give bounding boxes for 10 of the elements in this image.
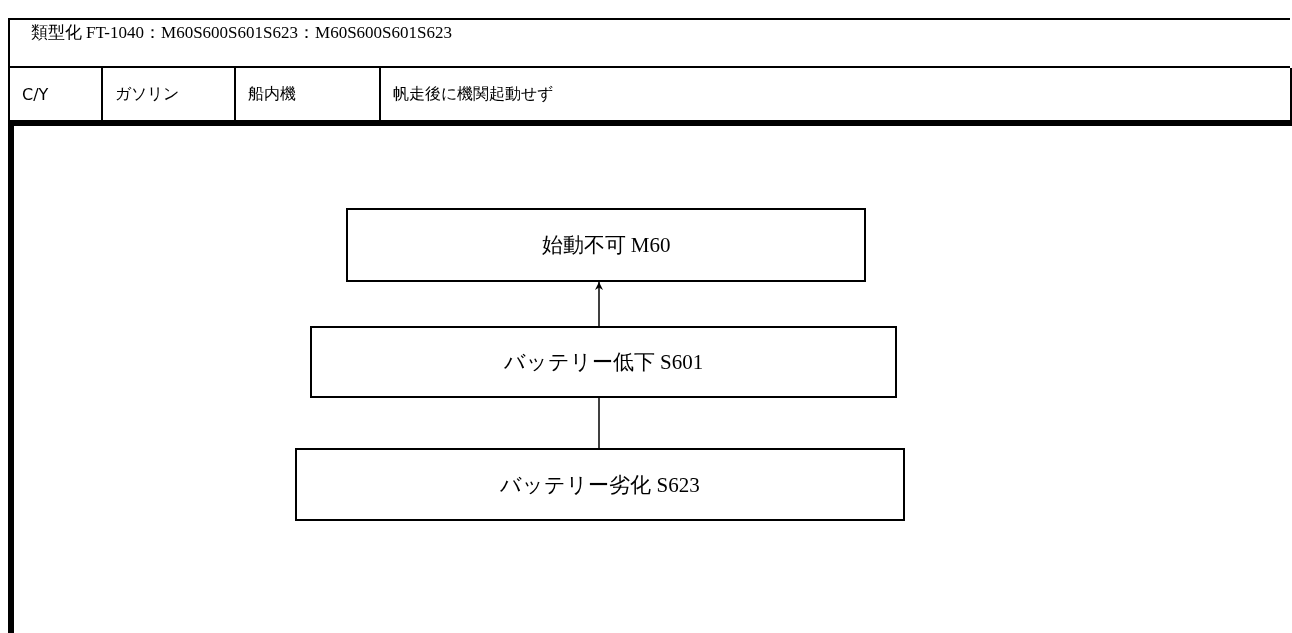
table-cell: 船内機	[236, 68, 381, 122]
table-cell: ガソリン	[103, 68, 236, 122]
title: 類型化 FT-1040：M60S600S601S623：M60S600S601S623	[29, 22, 452, 44]
arrow	[595, 281, 603, 327]
process-box: バッテリー劣化 S623	[295, 448, 905, 521]
connector-line	[598, 397, 600, 449]
process-box: バッテリー低下 S601	[310, 326, 897, 398]
process-box: 始動不可 M60	[346, 208, 866, 282]
table-cell: 帆走後に機関起動せず	[381, 68, 1292, 122]
table-cell: C/Y	[8, 68, 103, 122]
